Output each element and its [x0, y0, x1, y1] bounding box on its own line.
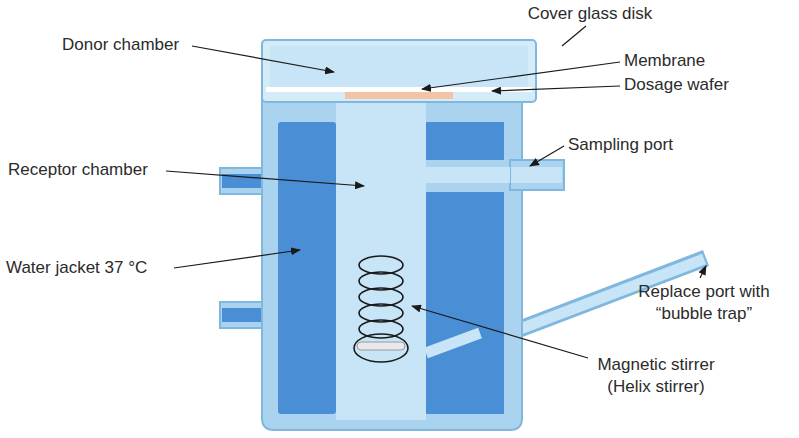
part-label: Magnetic stirrer (Helix stirrer)	[574, 354, 738, 398]
water-jacket	[426, 192, 504, 414]
part-label: Dosage wafer	[624, 74, 744, 96]
water-jacket	[426, 122, 504, 160]
receptor-column	[336, 100, 426, 420]
part-label: Replace port with “bubble trap”	[628, 281, 780, 325]
part-label: Donor chamber	[62, 34, 192, 56]
part-label: Membrane	[624, 50, 724, 72]
sampling-port-inner	[420, 167, 562, 183]
dosage-wafer	[345, 92, 453, 99]
stir-bar	[357, 342, 405, 350]
part-label: Receptor chamber	[8, 159, 168, 181]
part-label: Sampling port	[568, 134, 698, 156]
part-label: Cover glass disk	[515, 3, 665, 25]
helix-stirrer	[354, 256, 408, 362]
water-jacket	[278, 122, 336, 414]
sampling-channel	[420, 167, 510, 183]
cell-body	[262, 100, 522, 430]
replace-port-channel	[426, 333, 480, 353]
cover-glass-disk	[262, 40, 536, 102]
part-label: Water jacket 37 °C	[6, 257, 176, 279]
